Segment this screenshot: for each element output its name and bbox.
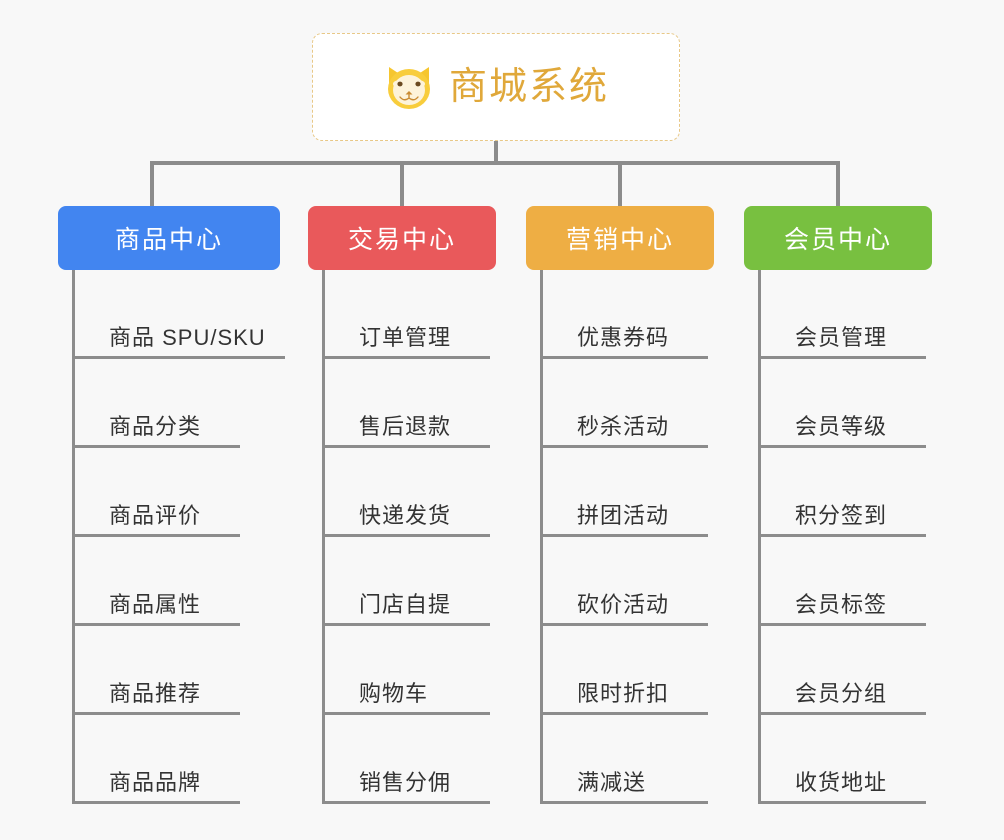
leaf-item[interactable]: 秒杀活动 [543, 359, 708, 448]
leaf-item[interactable]: 售后退款 [325, 359, 490, 448]
leaf-item[interactable]: 限时折扣 [543, 626, 708, 715]
branch-header-0[interactable]: 商品中心 [58, 206, 280, 270]
connector-drop-0 [150, 161, 154, 206]
leaf-label: 积分签到 [795, 502, 888, 528]
leaf-list-2: 优惠券码 秒杀活动 拼团活动 砍价活动 限时折扣 满减送 [540, 270, 714, 804]
leaf-item[interactable]: 商品品牌 [75, 715, 240, 804]
leaf-item[interactable]: 商品评价 [75, 448, 240, 537]
leaf-item[interactable]: 会员标签 [761, 537, 926, 626]
leaf-item[interactable]: 拼团活动 [543, 448, 708, 537]
leaf-label: 商品属性 [109, 591, 202, 617]
leaf-label: 购物车 [359, 680, 429, 706]
branch-column-2: 营销中心 优惠券码 秒杀活动 拼团活动 砍价活动 限时折扣 满减送 [526, 206, 714, 804]
branch-column-1: 交易中心 订单管理 售后退款 快递发货 门店自提 购物车 销售分佣 [308, 206, 496, 804]
leaf-item[interactable]: 门店自提 [325, 537, 490, 626]
leaf-item[interactable]: 满减送 [543, 715, 708, 804]
leaf-label: 限时折扣 [577, 680, 670, 706]
leaf-label: 售后退款 [359, 413, 452, 439]
leaf-label: 收货地址 [795, 769, 888, 795]
leaf-label: 商品 SPU/SKU [109, 324, 266, 350]
leaf-label: 会员管理 [795, 324, 888, 350]
leaf-label: 砍价活动 [577, 591, 670, 617]
leaf-item[interactable]: 会员等级 [761, 359, 926, 448]
connector-root-stem [494, 141, 498, 164]
leaf-item[interactable]: 销售分佣 [325, 715, 490, 804]
leaf-item[interactable]: 商品 SPU/SKU [75, 270, 285, 359]
leaf-item[interactable]: 砍价活动 [543, 537, 708, 626]
leaf-label: 会员标签 [795, 591, 888, 617]
leaf-list-3: 会员管理 会员等级 积分签到 会员标签 会员分组 收货地址 [758, 270, 932, 804]
leaf-item[interactable]: 收货地址 [761, 715, 926, 804]
leaf-label: 销售分佣 [359, 769, 452, 795]
leaf-item[interactable]: 会员分组 [761, 626, 926, 715]
leaf-label: 订单管理 [359, 324, 452, 350]
branch-column-0: 商品中心 商品 SPU/SKU 商品分类 商品评价 商品属性 商品推荐 商品品牌 [58, 206, 285, 804]
leaf-label: 满减送 [577, 769, 647, 795]
branch-header-1[interactable]: 交易中心 [308, 206, 496, 270]
leaf-item[interactable]: 商品分类 [75, 359, 240, 448]
leaf-label: 商品推荐 [109, 680, 202, 706]
leaf-label: 拼团活动 [577, 502, 670, 528]
branch-column-3: 会员中心 会员管理 会员等级 积分签到 会员标签 会员分组 收货地址 [744, 206, 932, 804]
leaf-item[interactable]: 快递发货 [325, 448, 490, 537]
leaf-label: 快递发货 [359, 502, 452, 528]
connector-drop-3 [836, 161, 840, 206]
leaf-item[interactable]: 商品推荐 [75, 626, 240, 715]
connector-horizontal-bus [150, 161, 838, 165]
root-title: 商城系统 [448, 66, 609, 108]
connector-drop-1 [400, 161, 404, 206]
shiba-dog-icon [387, 67, 430, 109]
leaf-item[interactable]: 会员管理 [761, 270, 926, 359]
leaf-item[interactable]: 优惠券码 [543, 270, 708, 359]
connector-drop-2 [618, 161, 622, 206]
leaf-item[interactable]: 商品属性 [75, 537, 240, 626]
branch-header-3[interactable]: 会员中心 [744, 206, 932, 270]
leaf-label: 秒杀活动 [577, 413, 670, 439]
leaf-label: 优惠券码 [577, 324, 670, 350]
root-node[interactable]: 商城系统 [312, 33, 680, 141]
leaf-item[interactable]: 购物车 [325, 626, 490, 715]
leaf-label: 商品品牌 [109, 769, 202, 795]
branch-header-2[interactable]: 营销中心 [526, 206, 714, 270]
leaf-label: 商品评价 [109, 502, 202, 528]
leaf-item[interactable]: 积分签到 [761, 448, 926, 537]
leaf-item[interactable]: 订单管理 [325, 270, 490, 359]
leaf-list-0: 商品 SPU/SKU 商品分类 商品评价 商品属性 商品推荐 商品品牌 [72, 270, 285, 804]
leaf-label: 门店自提 [359, 591, 452, 617]
leaf-list-1: 订单管理 售后退款 快递发货 门店自提 购物车 销售分佣 [322, 270, 496, 804]
leaf-label: 会员等级 [795, 413, 888, 439]
leaf-label: 商品分类 [109, 413, 202, 439]
leaf-label: 会员分组 [795, 680, 888, 706]
